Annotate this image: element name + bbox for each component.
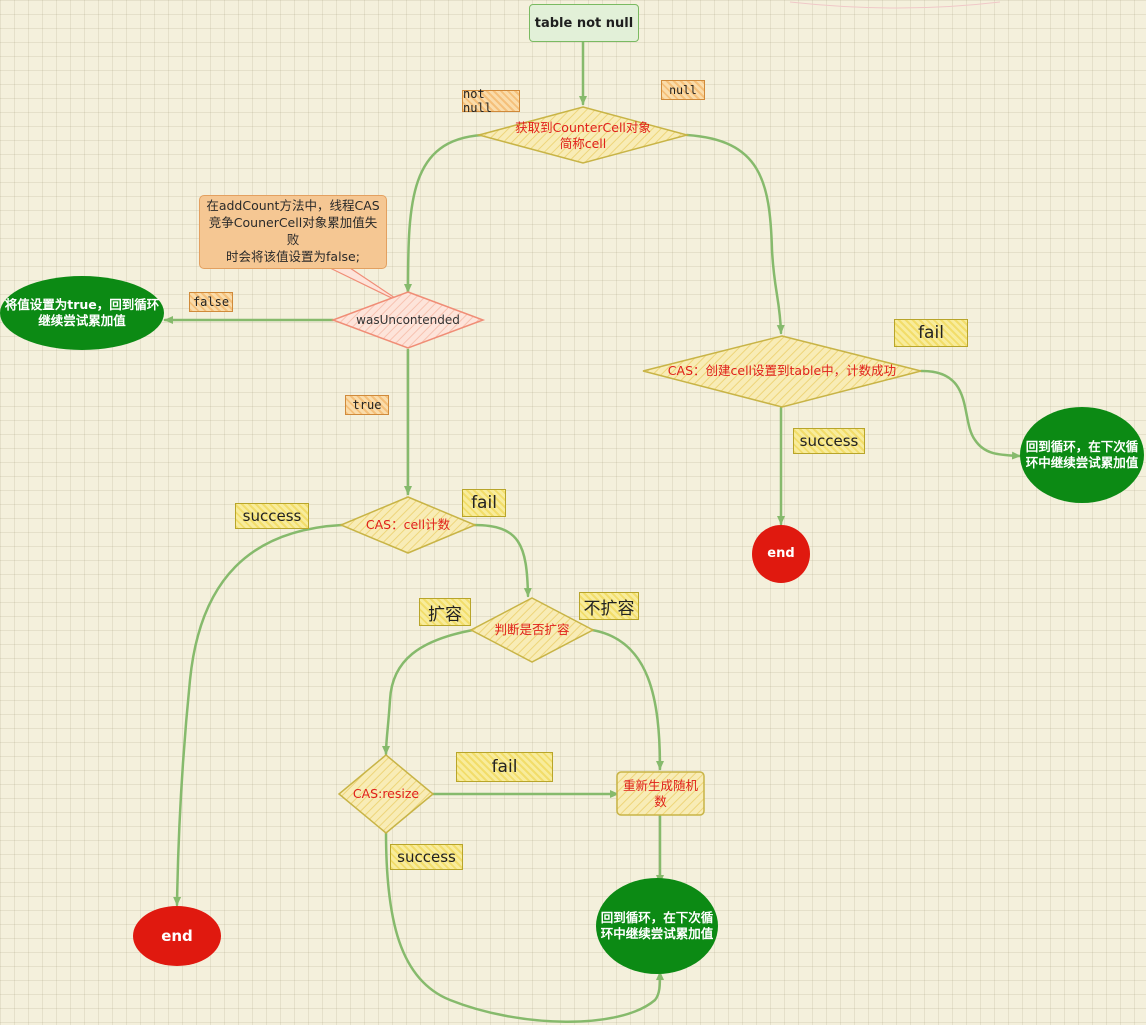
- tag-fail-cell: fail: [462, 489, 506, 517]
- retry-right-label: 回到循环，在下次循 环中继续尝试累加值: [1025, 439, 1139, 470]
- get-cell-label: 获取到CounterCell对象 简称cell: [515, 120, 651, 151]
- retry-bottom-label: 回到循环，在下次循 环中继续尝试累加值: [600, 910, 714, 941]
- tag-fail-resize: fail: [456, 752, 553, 782]
- tag-false: false: [189, 292, 233, 312]
- diamond-resize-check: [469, 597, 595, 663]
- diamond-cas-resize: [337, 754, 435, 834]
- diamond-get-cell: [476, 106, 690, 164]
- ellipse-end-right: [752, 525, 810, 583]
- cas-resize-label: CAS:resize: [352, 786, 420, 802]
- tag-null: null: [661, 80, 705, 100]
- tag-not-null: not null: [462, 87, 520, 115]
- edge-cas-resize-success: [384, 830, 664, 1023]
- ellipse-set-true: [0, 276, 164, 350]
- cas-create-label: CAS：创建cell设置到table中，计数成功: [667, 363, 897, 379]
- top-decoration: [789, 1, 1001, 9]
- was-uncontended-label: wasUncontended: [356, 312, 460, 327]
- diamond-was-uncontended: [330, 291, 486, 349]
- edge-resize-check-no-expand: [590, 628, 664, 771]
- ellipse-end-left: [133, 906, 221, 966]
- edge-get-cell-null: [685, 133, 785, 335]
- end-left-label: end: [161, 926, 193, 945]
- edge-cas-create-fail: [919, 369, 1022, 460]
- ellipse-retry-right: [1020, 407, 1144, 503]
- resize-check-label: 判断是否扩容: [494, 622, 570, 638]
- edge-cas-cell-fail: [472, 523, 532, 598]
- tag-success-resize: success: [390, 844, 463, 870]
- end-right-label: end: [767, 545, 795, 561]
- start-node: table not null: [529, 4, 639, 42]
- tag-no-expand: 不扩容: [579, 592, 639, 620]
- diamond-cas-cell: [339, 496, 477, 554]
- tag-success-create: success: [793, 428, 865, 454]
- tag-true: true: [345, 395, 389, 415]
- tag-fail-create: fail: [894, 319, 968, 347]
- rehash-label: 重新生成随机 数: [622, 778, 698, 809]
- set-true-label: 将值设置为true，回到循环 继续尝试累加值: [4, 297, 160, 328]
- edge-get-cell-not-null: [404, 133, 484, 294]
- diamond-cas-create: [642, 335, 922, 408]
- box-rehash: [616, 771, 705, 816]
- tag-expand: 扩容: [419, 598, 471, 626]
- tag-success-cell: success: [235, 503, 309, 529]
- edge-resize-check-expand: [382, 628, 475, 756]
- edge-cas-cell-success: [173, 523, 344, 907]
- note-was-uncontended: 在addCount方法中，线程CAS 竞争CounerCell对象累加值失败 时…: [199, 195, 387, 269]
- ellipse-retry-bottom: [596, 878, 718, 974]
- cas-cell-label: CAS：cell计数: [365, 517, 451, 533]
